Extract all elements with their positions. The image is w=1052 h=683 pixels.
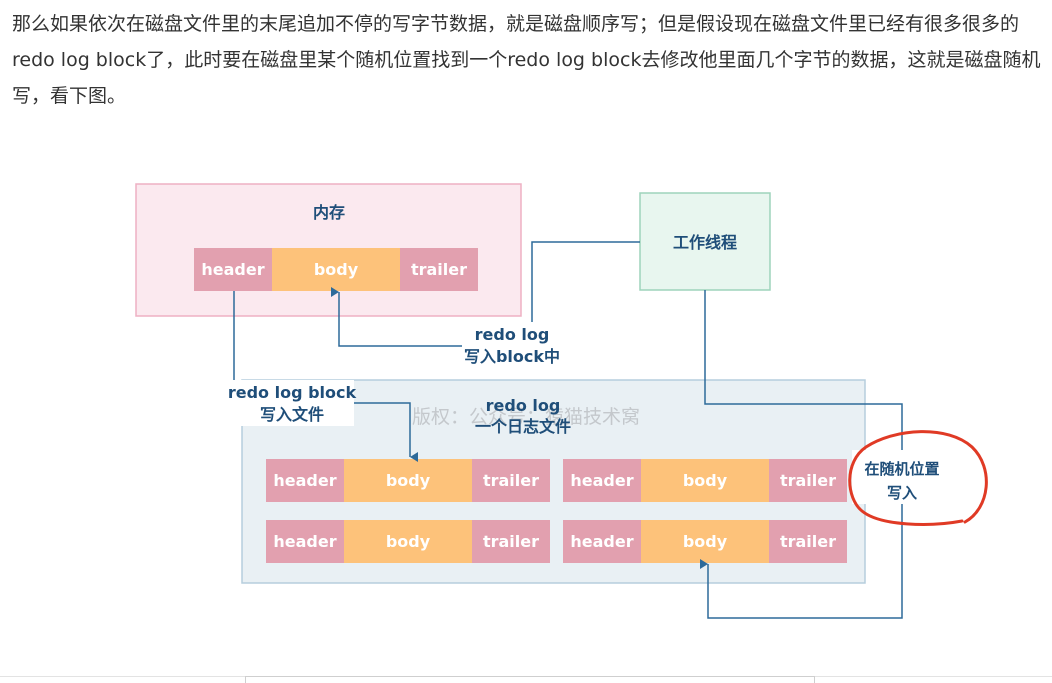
file-header-cell — [563, 459, 641, 502]
file-block-4: header body trailer — [563, 520, 847, 563]
log-file-label-line1: redo log — [486, 396, 561, 415]
file-header-cell — [266, 459, 344, 502]
next-figure-edge — [245, 676, 815, 683]
file-trailer-cell — [769, 459, 847, 502]
file-trailer-text: trailer — [483, 471, 539, 490]
file-header-text: header — [273, 532, 336, 551]
thread-to-file-connector — [700, 290, 903, 619]
file-header-text: header — [273, 471, 336, 490]
file-trailer-text: trailer — [780, 471, 836, 490]
memory-body-cell — [272, 248, 400, 291]
memory-trailer-text: trailer — [411, 260, 467, 279]
memory-to-file-connector — [233, 291, 418, 462]
intro-paragraph: 那么如果依次在磁盘文件里的末尾追加不停的写字节数据，就是磁盘顺序写；但是假设现在… — [12, 13, 1041, 107]
edge-label-write-block-line1: redo log — [475, 325, 550, 344]
log-file-label-line2: 一个日志文件 — [475, 417, 571, 436]
memory-trailer-cell — [400, 248, 478, 291]
worker-thread-box — [639, 192, 771, 291]
memory-box — [135, 183, 522, 317]
file-body-cell — [344, 459, 472, 502]
file-body-text: body — [683, 471, 728, 490]
memory-block: header body trailer — [194, 248, 478, 291]
file-body-cell — [641, 459, 769, 502]
label-bg — [852, 450, 950, 504]
file-body-text: body — [386, 471, 431, 490]
thread-to-memory-connector — [331, 241, 640, 347]
log-file-box — [241, 379, 866, 584]
file-trailer-cell — [472, 459, 550, 502]
random-write-note-line1: 在随机位置 — [864, 460, 939, 478]
edge-label-write-file-line1: redo log block — [228, 383, 357, 402]
edge-label-write-block-line2: 写入block中 — [464, 347, 560, 366]
file-body-cell — [641, 520, 769, 563]
file-block-1: header body trailer — [266, 459, 550, 502]
worker-thread-label: 工作线程 — [673, 233, 737, 252]
file-block-3: header body trailer — [266, 520, 550, 563]
file-header-text: header — [570, 471, 633, 490]
file-body-text: body — [386, 532, 431, 551]
label-bg — [230, 380, 354, 426]
memory-label: 内存 — [313, 203, 345, 222]
file-header-text: header — [570, 532, 633, 551]
file-body-text: body — [683, 532, 728, 551]
memory-header-cell — [194, 248, 272, 291]
edge-label-write-file-line2: 写入文件 — [260, 405, 324, 424]
memory-header-text: header — [201, 260, 264, 279]
file-trailer-text: trailer — [483, 532, 539, 551]
file-trailer-text: trailer — [780, 532, 836, 551]
memory-body-text: body — [314, 260, 359, 279]
label-bg — [462, 322, 574, 368]
file-block-2: header body trailer — [563, 459, 847, 502]
file-body-cell — [344, 520, 472, 563]
file-header-cell — [563, 520, 641, 563]
highlight-circle — [848, 430, 988, 526]
file-trailer-cell — [472, 520, 550, 563]
random-write-note-line2: 写入 — [887, 484, 917, 502]
file-trailer-cell — [769, 520, 847, 563]
file-header-cell — [266, 520, 344, 563]
watermark: 版权：公众号：猿猫技术窝 — [412, 406, 640, 428]
